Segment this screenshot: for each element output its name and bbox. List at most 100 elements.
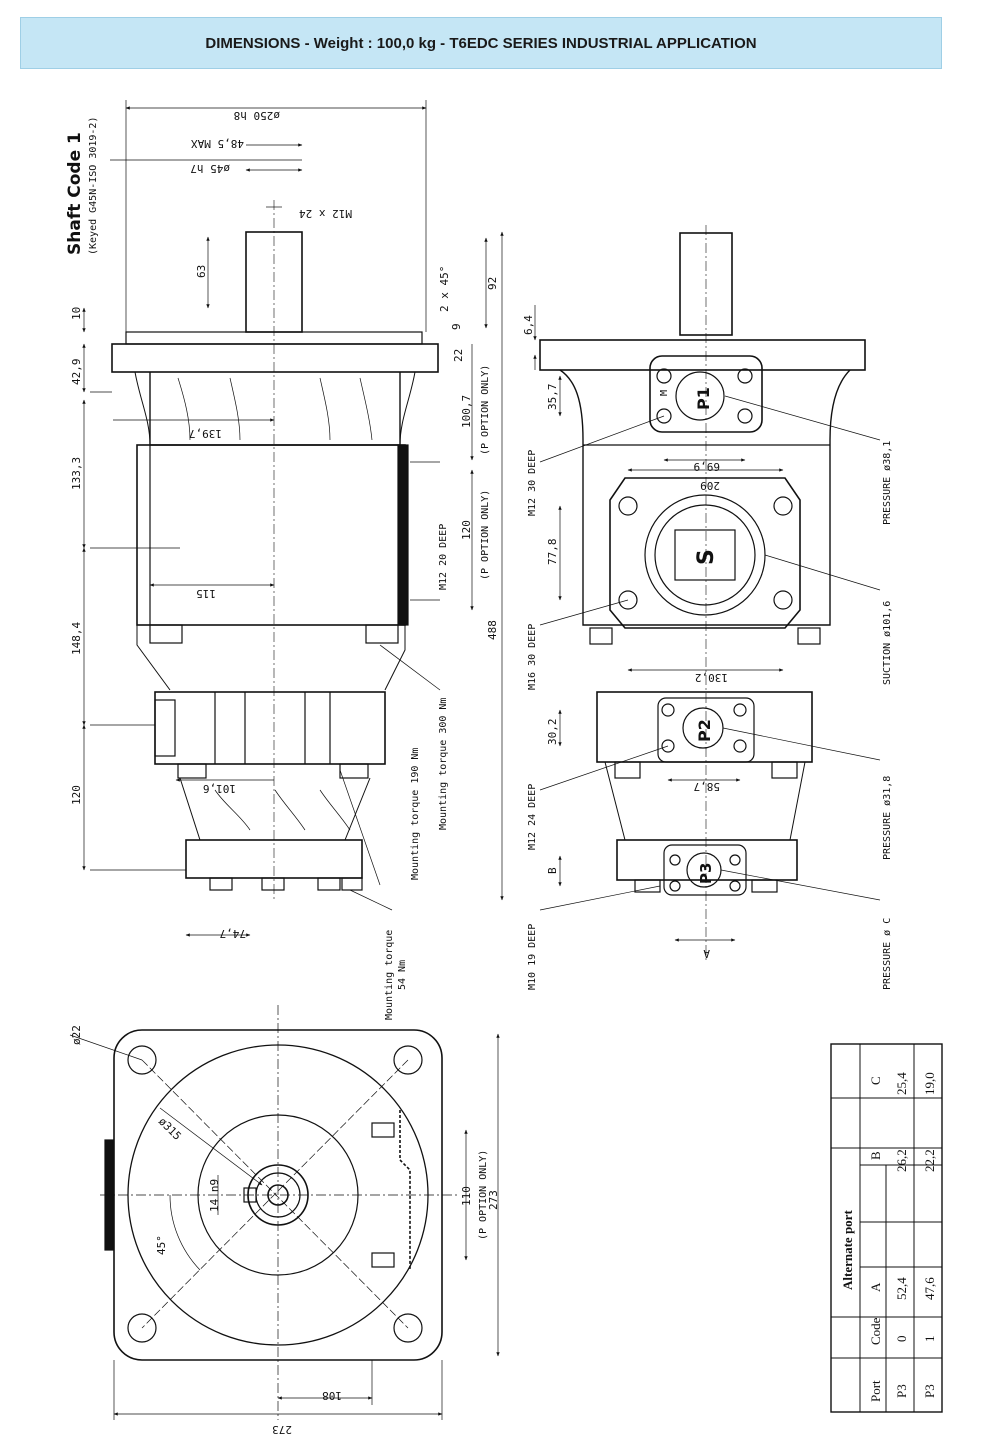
dim-45-deg: 45° <box>155 1235 168 1255</box>
port-p1-flange <box>649 355 763 433</box>
dim-9: 9 <box>450 323 463 330</box>
row2-code: 1 <box>922 1336 937 1343</box>
middle-section <box>154 691 386 765</box>
bolt-hole-tr <box>393 1045 423 1075</box>
callout-suction: SUCTION ø101,6 <box>882 601 893 685</box>
flange-view-labels: ø22 ø315 14 n9 45° 110 (P OPTION ONLY) 2… <box>70 1025 500 1436</box>
row1-a: 52,4 <box>894 1277 909 1300</box>
page-title: DIMENSIONS - Weight : 100,0 kg - T6EDC S… <box>205 34 757 52</box>
dim-74-7: 74,7 <box>220 927 247 940</box>
header-code: Code <box>868 1317 883 1345</box>
mounting-torque-190: Mounting torque 190 Nm <box>410 748 421 880</box>
dim-p-option-2: (P OPTION ONLY) <box>480 490 491 580</box>
dim-p-option-flange: (P OPTION ONLY) <box>478 1150 489 1240</box>
dim-d45: ø45 h7 <box>190 162 230 175</box>
port-s-label: S <box>694 549 719 565</box>
dim-m12-20-deep: M12 20 DEEP <box>438 524 449 590</box>
dim-110-box: 110 <box>460 1186 473 1206</box>
row1-code: 0 <box>894 1336 909 1343</box>
header-port: Port <box>868 1380 883 1402</box>
alternate-port-table-text: Alternate port Port Code A B C P3 0 52,4… <box>840 1072 937 1402</box>
row2-c: 19,0 <box>922 1072 937 1095</box>
dim-35-7: 35,7 <box>546 384 559 411</box>
dim-120-box: 120 <box>460 520 473 540</box>
bolt-hole-bl <box>127 1313 157 1343</box>
port-p1-label: P1 <box>694 387 713 410</box>
dim-120: 120 <box>70 785 83 805</box>
dim-6-4: 6,4 <box>522 315 535 335</box>
dim-d22-hole: ø22 <box>70 1025 83 1045</box>
dim-a: A <box>703 947 710 960</box>
port-p3-flange <box>663 844 747 896</box>
dim-273-vertical: 273 <box>487 1190 500 1210</box>
dim-58-7: 58,7 <box>694 780 721 793</box>
front-shaft <box>679 232 733 336</box>
page-header: DIMENSIONS - Weight : 100,0 kg - T6EDC S… <box>20 17 942 69</box>
row1-b: 26,2 <box>894 1149 909 1172</box>
side-view-labels: Shaft Code 1 (Keyed G45N-ISO 3019-2) ø25… <box>65 109 499 1020</box>
dim-63: 63 <box>195 265 208 278</box>
dim-139-7: 139,7 <box>189 427 222 440</box>
mounting-flange <box>111 343 439 373</box>
mounting-torque-54-b: 54 Nm <box>397 960 408 990</box>
row1-c: 25,4 <box>894 1072 909 1095</box>
dim-69-9: 69,9 <box>694 460 721 473</box>
dim-100-7: 100,7 <box>460 395 473 428</box>
dim-p-option-1: (P OPTION ONLY) <box>480 365 491 455</box>
header-c: C <box>868 1076 883 1085</box>
dim-d250: ø250 h8 <box>234 109 280 122</box>
dim-209: 209 <box>700 479 720 492</box>
dim-101-6: 101,6 <box>203 782 236 795</box>
dim-488: 488 <box>486 620 499 640</box>
callout-pressure-p2: PRESSURE ø31,8 <box>882 776 893 860</box>
dim-22: 22 <box>452 349 465 362</box>
dim-77-8: 77,8 <box>546 539 559 566</box>
dim-115: 115 <box>196 587 216 600</box>
row2-port: P3 <box>922 1384 937 1398</box>
dim-b: B <box>546 867 559 874</box>
dim-m16-30-deep: M16 30 DEEP <box>527 624 538 690</box>
dim-48-5-max: 48,5 MAX <box>191 137 244 150</box>
front-flange <box>539 339 866 371</box>
dim-14-n9: 14 n9 <box>208 1179 221 1212</box>
bolt-hole-br <box>393 1313 423 1343</box>
dim-m12-30-deep: M12 30 DEEP <box>527 450 538 516</box>
suction-flange <box>609 477 801 629</box>
rear-front <box>616 839 798 881</box>
dim-42-9: 42,9 <box>70 359 83 386</box>
side-view <box>82 100 504 937</box>
alternate-port-table <box>830 1043 943 1413</box>
dim-chamfer: 2 x 45° <box>438 266 451 312</box>
dim-108-box: 108 <box>322 1389 342 1402</box>
front-view <box>533 225 881 960</box>
front-view-labels: P1 S P2 P3 M 6,4 35,7 69,9 M12 30 DEEP 2… <box>522 315 893 990</box>
row1-port: P3 <box>894 1384 909 1398</box>
row2-a: 47,6 <box>922 1277 937 1300</box>
dim-m10-19-deep: M10 19 DEEP <box>527 924 538 990</box>
mounting-torque-54-a: Mounting torque <box>384 930 395 1020</box>
dim-m12x24: M12 x 24 <box>299 207 352 220</box>
shaft-code-subtitle: (Keyed G45N-ISO 3019-2) <box>88 117 99 255</box>
port-p2-flange <box>657 697 755 763</box>
pump-body <box>136 444 406 626</box>
dim-92: 92 <box>486 277 499 290</box>
dim-130-2: 130,2 <box>695 671 728 684</box>
dim-d315: ø315 <box>156 1115 184 1143</box>
port-m-label: M <box>659 390 670 396</box>
table-title: Alternate port <box>840 1210 855 1290</box>
dim-10: 10 <box>70 307 83 320</box>
dim-30-2: 30,2 <box>546 719 559 746</box>
dim-133-3: 133,3 <box>70 457 83 490</box>
dim-148-4: 148,4 <box>70 622 83 655</box>
port-p2-label: P2 <box>695 719 714 742</box>
dim-273-horizontal: 273 <box>272 1423 292 1436</box>
header-b: B <box>868 1151 883 1160</box>
row2-b: 22,2 <box>922 1149 937 1172</box>
mounting-torque-300: Mounting torque 300 Nm <box>438 698 449 830</box>
header-a: A <box>868 1282 883 1292</box>
callout-pressure-c: PRESSURE ø C <box>882 918 893 990</box>
bolt-hole-tl <box>127 1045 157 1075</box>
dim-m12-24-deep: M12 24 DEEP <box>527 784 538 850</box>
port-p3-label: P3 <box>697 863 715 884</box>
